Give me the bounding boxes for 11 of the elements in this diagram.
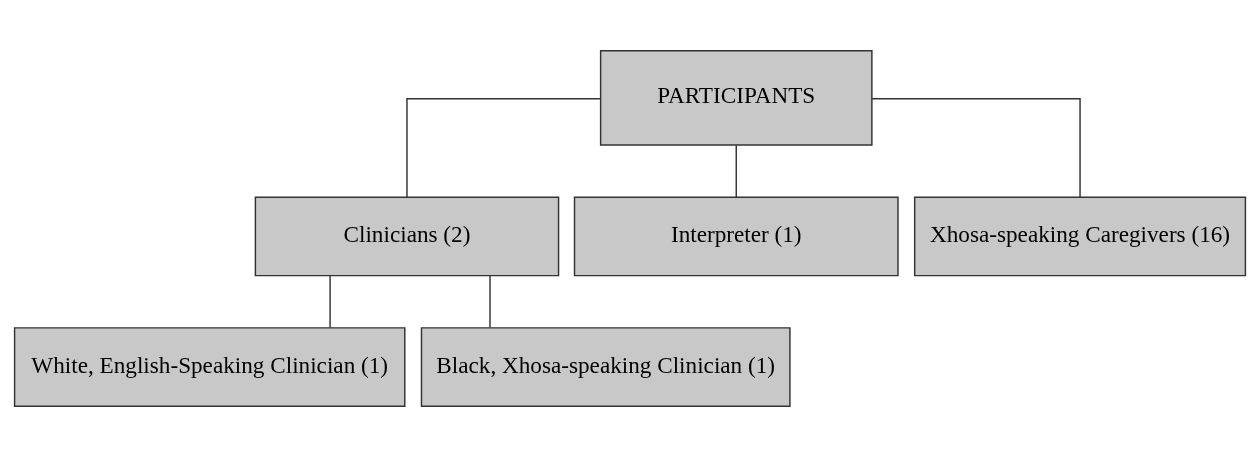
node-box: Clinicians (2) — [254, 196, 560, 276]
node-box: Xhosa-speaking Caregivers (16) — [913, 196, 1247, 276]
node-box: Interpreter (1) — [573, 196, 899, 276]
connector — [329, 274, 331, 328]
connector — [406, 97, 602, 198]
connector — [735, 144, 737, 198]
connector — [489, 274, 491, 328]
connector — [871, 97, 1081, 198]
node-box: White, English-Speaking Clinician (1) — [13, 326, 406, 407]
node-box: PARTICIPANTS — [599, 49, 873, 146]
node-box: Black, Xhosa-speaking Clinician (1) — [420, 326, 791, 407]
